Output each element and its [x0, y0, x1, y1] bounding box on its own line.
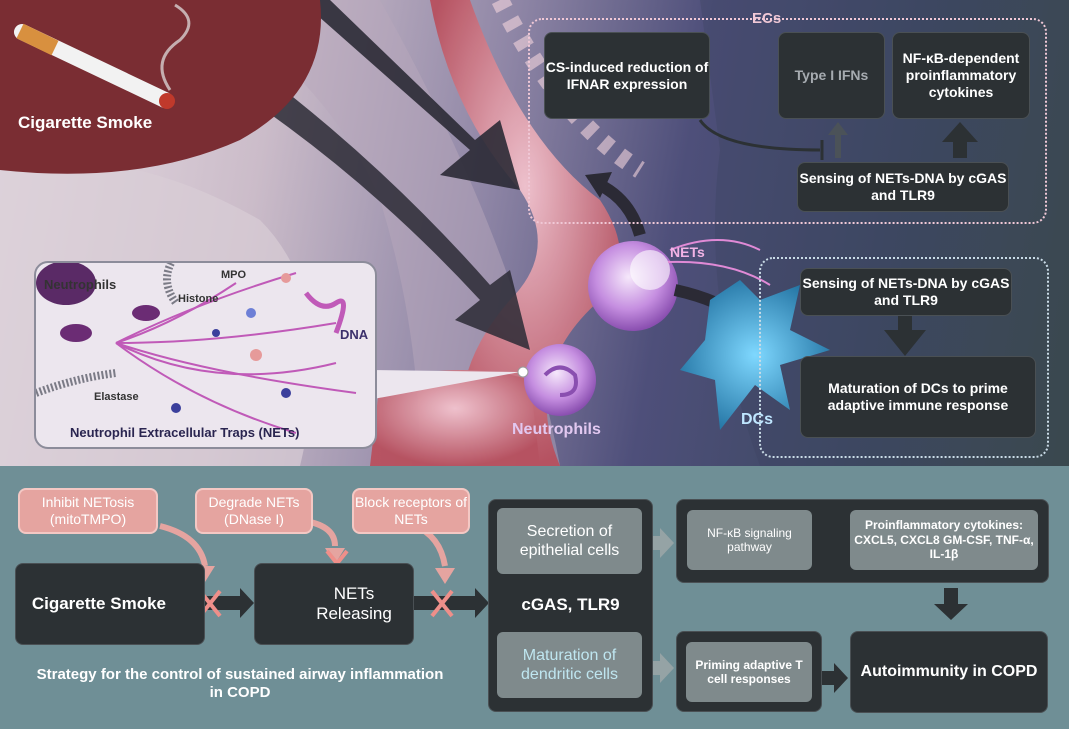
- inset-neutrophils-label: Neutrophils: [44, 277, 117, 292]
- dna-label: DNA: [340, 327, 369, 342]
- type1-ifns-box: Type I IFNs: [778, 32, 885, 119]
- cgas-label: cGAS, TLR9: [521, 595, 620, 615]
- net-releasing-neutrophil: [588, 241, 678, 331]
- neutrophils-label: Neutrophils: [512, 421, 601, 438]
- block-receptors-box: Block receptors of NETs: [352, 488, 470, 534]
- maturation-dc-box: Maturation of DCs to prime adaptive immu…: [800, 356, 1036, 438]
- strategy-caption: Strategy for the control of sustained ai…: [36, 666, 444, 701]
- elastase-label: Elastase: [94, 391, 139, 403]
- nets-inset-art: [36, 263, 357, 434]
- ecs-label: ECs: [752, 10, 782, 27]
- autoimmunity-box: Autoimmunity in COPD: [850, 631, 1048, 713]
- smoke-box-label: Cigarette Smoke: [31, 593, 166, 613]
- degrade-nets-box: Degrade NETs (DNase I): [195, 488, 313, 534]
- mpo-label: MPO: [221, 269, 247, 281]
- neutrophil-cell: [524, 344, 596, 416]
- nets-releasing-box: NETs Releasing: [254, 563, 414, 645]
- inset-caption: Neutrophil Extracellular Traps (NETs): [70, 425, 300, 440]
- cytokines-title: Proinflammatory cytokines:: [864, 518, 1024, 533]
- cytokines-list: CXCL5, CXCL8 GM-CSF, TNF-α, IL-1β: [854, 532, 1034, 562]
- ecs-frame: [528, 18, 1047, 224]
- cytokines-box: Proinflammatory cytokines: CXCL5, CXCL8 …: [850, 510, 1038, 570]
- strategy-panel: Inhibit NETosis (mitoTMPO) Degrade NETs …: [0, 466, 1069, 729]
- nets-inset: Neutrophils MPO Histone DNA Elastase Neu…: [34, 261, 377, 449]
- sensing-dc-box: Sensing of NETs-DNA by cGAS and TLR9: [800, 268, 1012, 316]
- secretion-box: Secretion of epithelial cells: [497, 508, 642, 574]
- smoke-label: Cigarette Smoke: [18, 113, 153, 132]
- sensing-ec-box: Sensing of NETs-DNA by cGAS and TLR9: [797, 162, 1009, 212]
- dcs-frame: [759, 257, 1049, 458]
- inhibit-netosis-box: Inhibit NETosis (mitoTMPO): [18, 488, 158, 534]
- nfkb-cytokines-box: NF-κB-dependent proinflammatory cytokine…: [892, 32, 1030, 119]
- priming-box: Priming adaptive T cell responses: [686, 642, 812, 702]
- smoke-box: Cigarette Smoke: [15, 563, 205, 645]
- dcs-label: DCs: [741, 411, 774, 428]
- maturation-dc-box-bottom: Maturation of dendritic cells: [497, 632, 642, 698]
- nets-label: NETs: [670, 244, 705, 260]
- cs-reduction-box: CS-induced reduction of IFNAR expression: [544, 32, 710, 119]
- illustration-panel: Cigarette Smoke Neutrophils: [0, 0, 1069, 466]
- nfkb-box: NF-κB signaling pathway: [687, 510, 812, 570]
- histone-label: Histone: [178, 293, 219, 305]
- dendritic-cell: [680, 280, 830, 430]
- epithelium: [370, 0, 645, 466]
- cigarette-icon: [14, 3, 191, 109]
